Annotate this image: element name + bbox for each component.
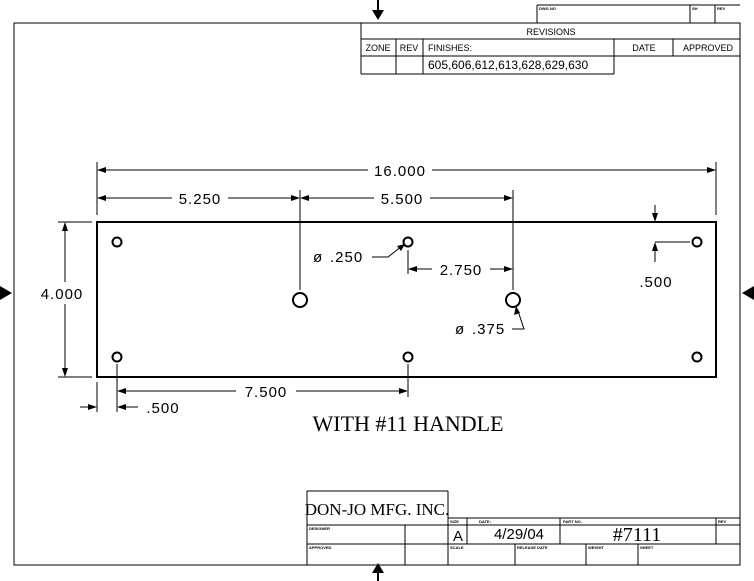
part-no-label: PART NO. (563, 519, 582, 524)
designer-label: DESIGNER (309, 526, 330, 531)
zone-column-header: ZONE (365, 43, 390, 53)
door-plate-outline (96, 221, 717, 378)
overall-length-label: 16.000 (374, 163, 426, 180)
mounting-hole (111, 236, 123, 248)
handle-holes (292, 292, 521, 308)
dimension-height: 4.000 (41, 221, 92, 378)
size-label: SIZE (450, 519, 459, 524)
dimension-right-edge: .500 (639, 205, 690, 291)
handle-spacing-label: 5.500 (381, 191, 424, 208)
mounting-holes (111, 236, 703, 363)
top-center-arrow (372, 0, 384, 20)
mounting-hole (111, 351, 123, 363)
date-column-header: DATE (632, 43, 655, 53)
height-label: 4.000 (41, 286, 84, 303)
size-value: A (453, 528, 463, 545)
handle-hole (292, 292, 308, 308)
large-hole-diameter-label: .375 (472, 321, 505, 338)
mounting-hole (402, 236, 414, 248)
handle-hole (505, 292, 521, 308)
revisions-block: DWG NO SH REV REVISIONS ZONE REV FINISHE… (360, 4, 740, 75)
right-edge-label: .500 (639, 274, 672, 291)
sheet-label: SHEET (640, 545, 654, 550)
weight-label: WEIGHT (588, 545, 605, 550)
revisions-title: REVISIONS (526, 27, 575, 37)
approved-column-header: APPROVED (683, 43, 734, 53)
hole-offset-label: 2.750 (440, 262, 483, 279)
left-center-arrow (0, 286, 12, 300)
bottom-hole-spacing-label: 7.500 (245, 384, 288, 401)
scale-label: SCALE (450, 545, 464, 550)
rev-column-header: REV (400, 43, 419, 53)
right-center-arrow (742, 286, 754, 300)
mounting-hole (402, 351, 414, 363)
rev-top-label: REV (717, 6, 726, 11)
small-hole-diameter-label: .250 (330, 249, 363, 266)
rev-label: REV (718, 519, 727, 524)
mounting-hole (691, 236, 703, 248)
callout-small-hole-diameter: ø .250 (313, 244, 405, 266)
handle-note: WITH #11 HANDLE (312, 411, 503, 436)
dimension-bottom-hole-spacing: 7.500 (116, 364, 409, 412)
drawing-border (13, 22, 741, 566)
date-label: DATE: (479, 519, 491, 524)
left-edge-label: .500 (146, 400, 179, 417)
title-block: DON-JO MFG. INC. DESIGNER APPROVED SIZE … (305, 490, 740, 566)
dimension-overall-length: 16.000 (96, 162, 717, 215)
part-number: #7111 (613, 524, 662, 546)
approved-label: APPROVED (309, 545, 332, 550)
dwg-no-label: DWG NO (539, 6, 556, 11)
release-date-label: RELEASE DATE (517, 545, 548, 550)
dimension-left-edge: .500 (80, 382, 179, 417)
left-to-handle-label: 5.250 (179, 191, 222, 208)
diameter-symbol-large: ø (455, 321, 465, 338)
finishes-value: 605,606,612,613,628,629,630 (428, 58, 588, 72)
dimension-hole-offset: 2.750 (407, 250, 513, 279)
finishes-column-header: FINISHES: (428, 43, 472, 53)
sh-label: SH (692, 6, 698, 11)
callout-large-hole-diameter: ø .375 (455, 306, 525, 338)
mounting-hole (691, 351, 703, 363)
diameter-symbol-small: ø (313, 249, 323, 266)
dimension-handle-positions: 5.250 5.500 (97, 190, 514, 290)
date-value: 4/29/04 (494, 526, 544, 543)
company-name: DON-JO MFG. INC. (305, 500, 450, 519)
bottom-center-arrow (372, 563, 384, 581)
